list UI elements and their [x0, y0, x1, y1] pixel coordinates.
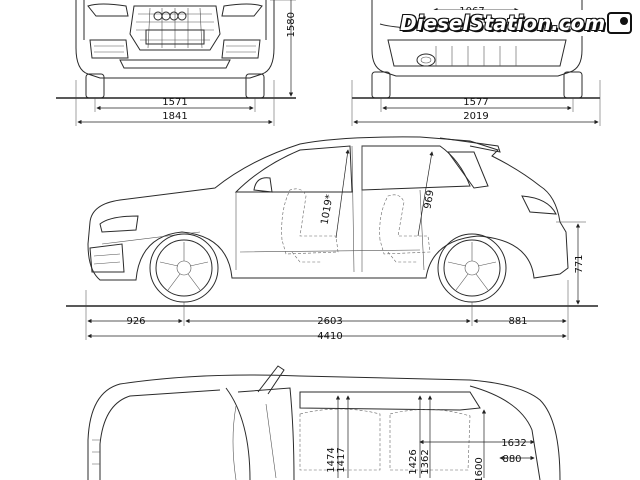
headroom-front-label: 1019* [319, 194, 335, 226]
logo-text: DieselStation.com [400, 11, 606, 35]
headroom-rear-label: 969 [422, 189, 436, 210]
top-view [87, 365, 561, 480]
length-label: 4410 [317, 331, 342, 342]
front-width-label: 1841 [162, 111, 187, 122]
front-track-label: 1571 [162, 97, 187, 108]
front-view [56, 0, 296, 126]
rear-height-label: 771 [574, 254, 585, 273]
front-height-label: 1580 [286, 12, 297, 37]
side-view [66, 136, 598, 340]
rear-track-label: 1577 [463, 97, 488, 108]
top-dim-1600: 1600 [474, 457, 485, 480]
rear-overhang-label: 881 [508, 316, 527, 327]
top-dim-1426: 1426 [408, 449, 419, 474]
cargo-depth-label: 880 [502, 454, 521, 465]
top-dim-1362: 1362 [420, 449, 431, 474]
top-dim-1417: 1417 [336, 447, 347, 472]
front-overhang-label: 926 [126, 316, 145, 327]
cargo-width-label: 1632 [501, 438, 526, 449]
wheelbase-label: 2603 [317, 316, 342, 327]
rear-width-label: 2019 [463, 111, 488, 122]
top-dim-1474: 1474 [326, 447, 337, 472]
logo-badge-icon [607, 12, 632, 34]
dieselstation-logo: DieselStation.com [400, 10, 632, 36]
